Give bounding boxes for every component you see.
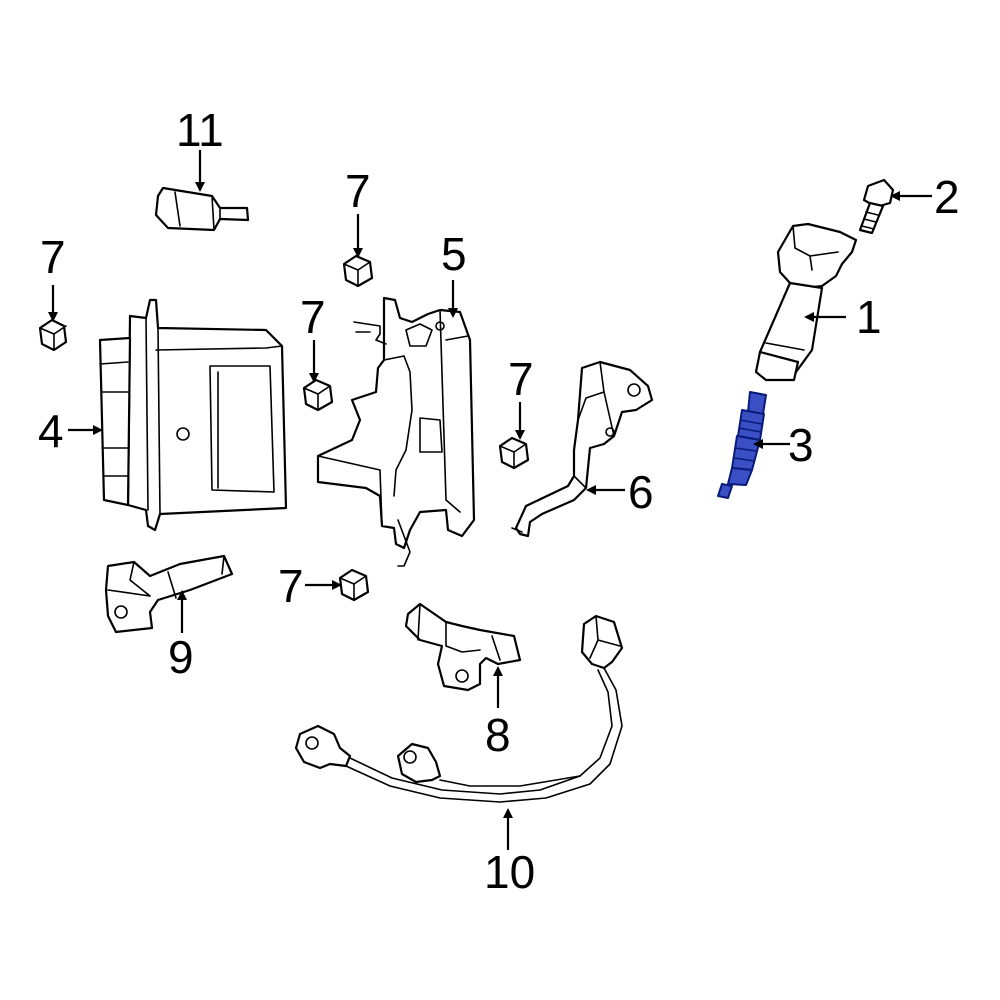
callout-11: 11 xyxy=(176,104,224,156)
callout-2: 2 xyxy=(934,171,960,223)
callout-1: 1 xyxy=(856,291,882,343)
part-7-nut-b[interactable] xyxy=(342,254,374,288)
callout-3: 3 xyxy=(788,419,814,471)
part-7-nut-c[interactable] xyxy=(302,378,334,412)
part-6-bracket[interactable] xyxy=(511,360,654,538)
callout-5: 5 xyxy=(441,228,467,280)
part-7-nut-a[interactable] xyxy=(38,318,68,352)
part-2-bolt[interactable] xyxy=(858,178,895,235)
part-7-nut-e[interactable] xyxy=(338,568,370,602)
callout-8: 8 xyxy=(485,709,511,761)
leader-lines xyxy=(48,150,932,850)
part-7-nut-d[interactable] xyxy=(498,436,530,470)
callout-9: 9 xyxy=(168,631,194,683)
callout-6: 6 xyxy=(628,466,654,518)
callout-4: 4 xyxy=(38,405,64,457)
part-8-sensor[interactable] xyxy=(404,602,522,692)
callout-7e: 7 xyxy=(278,560,304,612)
part-11-sensor[interactable] xyxy=(154,186,250,232)
callout-labels: 1 2 3 4 5 6 7 7 7 7 7 8 9 10 11 xyxy=(38,104,960,898)
part-1-ignition-coil[interactable] xyxy=(754,222,858,382)
callout-10: 10 xyxy=(484,846,535,898)
callout-7c: 7 xyxy=(300,291,326,343)
part-5-bracket[interactable] xyxy=(316,296,476,567)
part-10-harness[interactable] xyxy=(294,614,624,803)
part-4-ecm[interactable] xyxy=(98,298,288,532)
callout-7a: 7 xyxy=(40,231,66,283)
part-9-sensor[interactable] xyxy=(104,554,234,634)
callout-7d: 7 xyxy=(508,353,534,405)
callout-7b: 7 xyxy=(345,165,371,217)
